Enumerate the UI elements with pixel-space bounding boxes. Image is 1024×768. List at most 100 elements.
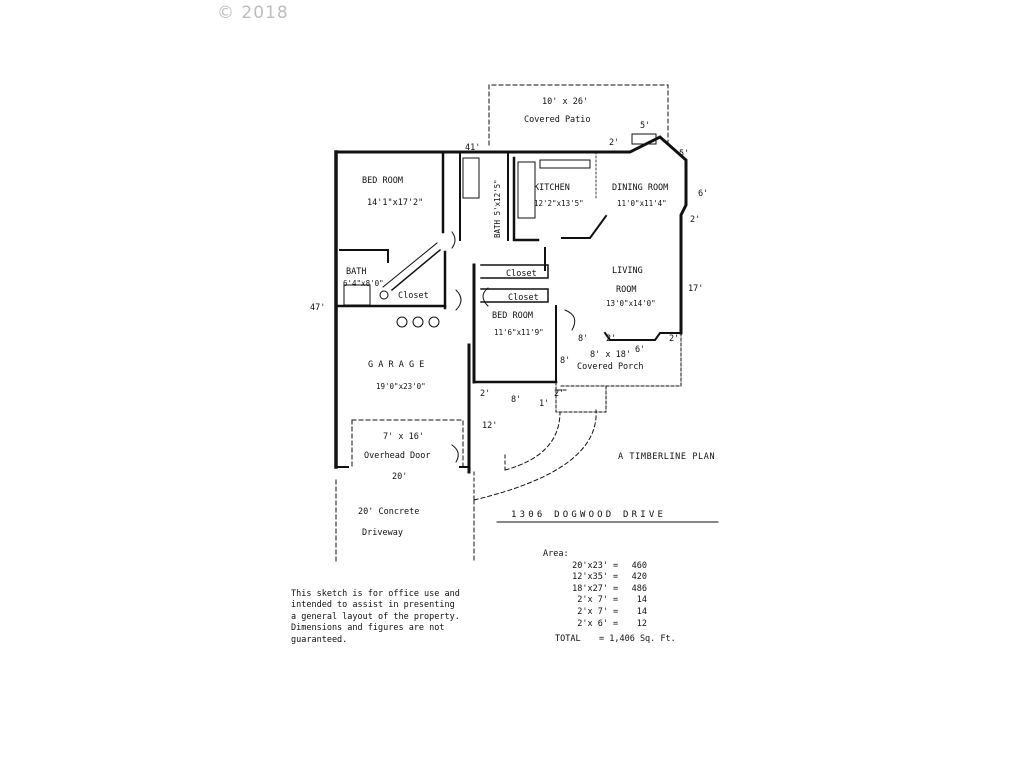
dim-12: 12' (482, 421, 497, 431)
dim-6b: 6' (635, 345, 645, 355)
living-label: LIVING (612, 266, 643, 276)
area-equals: = (613, 583, 619, 594)
door-swing (451, 231, 456, 249)
door-swing (451, 444, 459, 463)
dim-17: 17' (688, 284, 703, 294)
area-row: 20'x23' = 460 (543, 561, 723, 573)
overhead-door (351, 419, 464, 467)
area-equals: = (613, 618, 619, 629)
disclaimer-line: Dimensions and figures are not (291, 623, 445, 634)
bedroom1-label: BED ROOM (362, 176, 403, 186)
area-row: 2'x 7' = 14 (543, 607, 723, 619)
living-dim: 13'0"x14'0" (606, 299, 656, 308)
garage-dim: 19'0"x23'0" (376, 382, 426, 391)
patio-dim: 10' x 26' (542, 97, 588, 107)
kitchen-counter (517, 161, 536, 219)
copyright-watermark: © 2018 (217, 3, 289, 23)
closet-diagonal2 (382, 242, 438, 288)
disclaimer-line: This sketch is for office use and (291, 589, 460, 599)
area-dims: 20'x23' (572, 560, 608, 571)
walls (334, 84, 719, 563)
dim-1: 1' (539, 399, 549, 409)
kitchen-label: KITCHEN (534, 183, 570, 193)
area-row: 12'x35' = 420 (543, 572, 723, 584)
closet-label: Closet (398, 291, 429, 301)
area-row: 2'x 6' = 12 (543, 619, 723, 631)
overhead-label: Overhead Door (364, 451, 431, 461)
dim-2f: 2' (554, 389, 564, 399)
shower (343, 284, 371, 306)
porch-dim: 8' x 18' (590, 350, 631, 360)
stoop (555, 385, 607, 413)
door-swing (455, 289, 462, 311)
patio-label: Covered Patio (524, 115, 591, 125)
dining-dim: 11'0"x11'4" (617, 199, 667, 208)
area-dims: 18'x27' (572, 583, 608, 594)
dim-8c: 8' (511, 395, 521, 405)
driveway-dim: 20' Concrete (358, 507, 419, 517)
porch-label: Covered Porch (577, 362, 644, 372)
dining-label: DINING ROOM (612, 183, 668, 193)
area-row: 2'x 7' = 14 (543, 595, 723, 607)
kitchen-north-wall (508, 135, 688, 335)
fireplace (631, 133, 657, 145)
porch-wall (603, 331, 682, 341)
area-value: 460 (631, 560, 647, 571)
closet3-label: Closet (508, 293, 539, 303)
island (561, 214, 608, 239)
area-total-label: TOTAL (555, 634, 581, 645)
dim-2d: 2' (669, 334, 679, 344)
dim-6: 6' (698, 189, 708, 199)
dim-47: 47' (310, 303, 325, 313)
area-equals: = (613, 572, 619, 583)
garage-label: G A R A G E (368, 360, 424, 370)
door-swing (482, 287, 489, 307)
area-row: 18'x27' = 486 (543, 584, 723, 596)
walkway-inner (504, 411, 561, 471)
kitchen-counter2 (539, 159, 591, 169)
property-address: 1306 DOGWOOD DRIVE (511, 510, 667, 520)
bedroom2-label: BED ROOM (492, 311, 533, 321)
bath2-label: BATH 5'x12'5" (493, 179, 502, 238)
area-value: 12 (636, 618, 647, 629)
disclaimer-note: This sketch is for office use and intend… (291, 589, 491, 646)
water-heater (428, 316, 440, 328)
area-equals: = (613, 606, 619, 617)
walkway-outer (473, 409, 597, 501)
area-dims: 2'x 7' (577, 606, 608, 617)
bedroom1-dim: 14'1"x17'2" (367, 198, 423, 208)
area-value: 420 (631, 572, 647, 583)
dim-2e: 2' (480, 389, 490, 399)
bathtub (462, 157, 480, 199)
patio-outline (488, 84, 669, 146)
dim-20: 20' (392, 472, 407, 482)
area-total-value: = 1,406 Sq. Ft. (599, 634, 676, 645)
area-title: Area: (543, 549, 569, 559)
bath-label: BATH (346, 267, 366, 277)
plan-name: A TIMBERLINE PLAN (618, 452, 716, 462)
overhead-dim: 7' x 16' (383, 432, 424, 442)
area-total-row: TOTAL = 1,406 Sq. Ft. (543, 634, 723, 646)
dim-2b: 2' (690, 215, 700, 225)
area-equals: = (613, 595, 619, 606)
living-label2: ROOM (616, 285, 636, 295)
area-title-row: Area: (543, 549, 723, 561)
dim-8a: 8' (578, 334, 588, 344)
area-value: 14 (636, 595, 647, 606)
kitchen-west-wall (512, 156, 540, 242)
kitchen-dim: 12'2"x13'5" (534, 199, 584, 208)
disclaimer-line: guaranteed. (291, 634, 348, 645)
bedroom2-dim: 11'6"x11'9" (494, 328, 544, 337)
dim-2c: 2' (606, 334, 616, 344)
dim-2: 2' (609, 138, 619, 148)
bath-dim: 6'4"x8'0" (343, 279, 384, 288)
walkway-edge (473, 451, 506, 501)
area-dims: 2'x 6' (577, 618, 608, 629)
area-value: 486 (631, 583, 647, 594)
washer (396, 316, 408, 328)
closet-diagonal (390, 248, 442, 292)
disclaimer-line: a general layout of the property. (291, 611, 460, 622)
dim-5: 5' (640, 121, 650, 131)
closet2-label: Closet (506, 269, 537, 279)
